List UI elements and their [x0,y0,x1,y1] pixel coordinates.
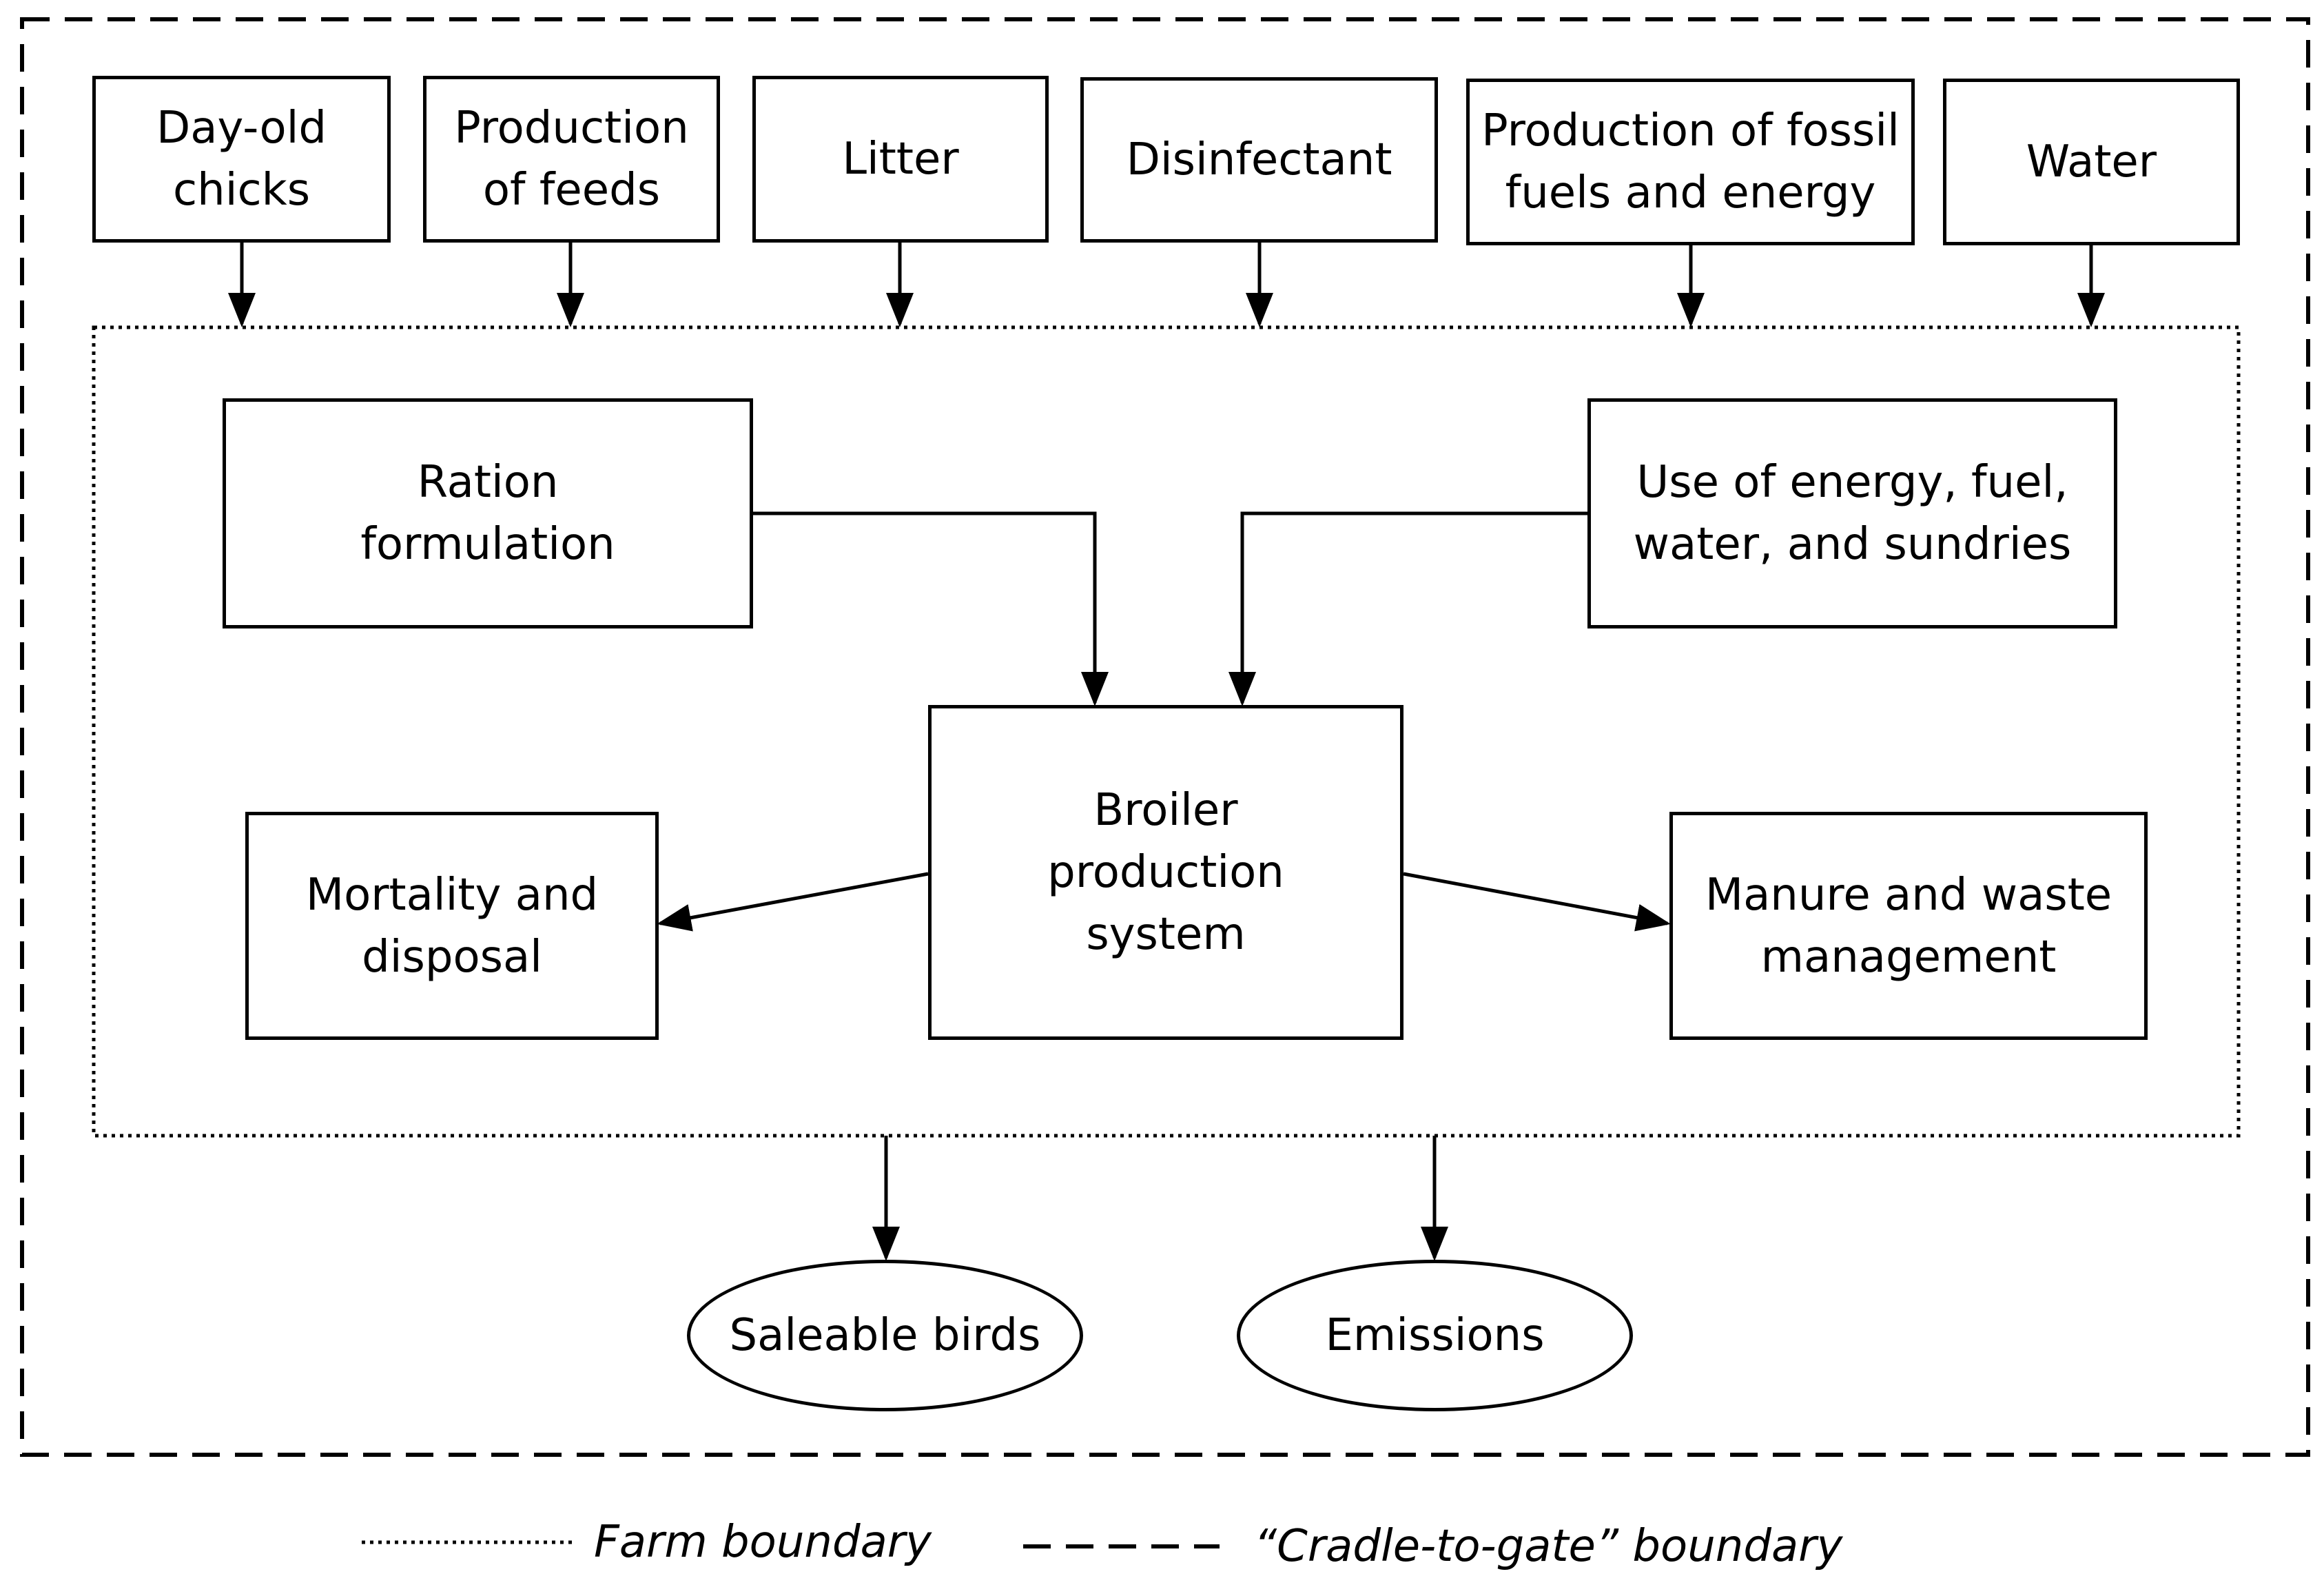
input-fossil-fuels-energy: Production of fossil fuels and energy [1466,79,1915,245]
input-water: Water [1943,79,2240,245]
input-production-of-feeds: Production of feeds [423,76,720,243]
legend-cradle-to-gate-label: “Cradle-to-gate” boundary [1254,1521,1843,1572]
manure-waste-box: Manure and waste management [1669,812,2148,1040]
arrow-ration-to-broiler [753,511,1109,706]
arrow-energy-to-broiler [1228,511,1587,706]
ration-formulation-box: Ration formulation [223,398,753,628]
saleable-birds-oval: Saleable birds [687,1260,1083,1411]
arrow-broiler-to-mortality [657,872,929,932]
mortality-disposal-box: Mortality and disposal [245,812,659,1040]
input-disinfectant: Disinfectant [1080,77,1438,243]
energy-use-box: Use of energy, fuel, water, and sundries [1587,398,2117,628]
broiler-production-system-box: Broiler production system [928,705,1403,1040]
legend-farm-boundary-label: Farm boundary [594,1517,932,1568]
emissions-oval: Emissions [1237,1260,1633,1411]
input-day-old-chicks: Day-old chicks [92,76,391,243]
cradle-to-gate-boundary [20,17,2310,1457]
arrow-broiler-to-manure [1403,872,1671,932]
farm-boundary [92,325,2241,1138]
input-litter: Litter [752,76,1049,243]
